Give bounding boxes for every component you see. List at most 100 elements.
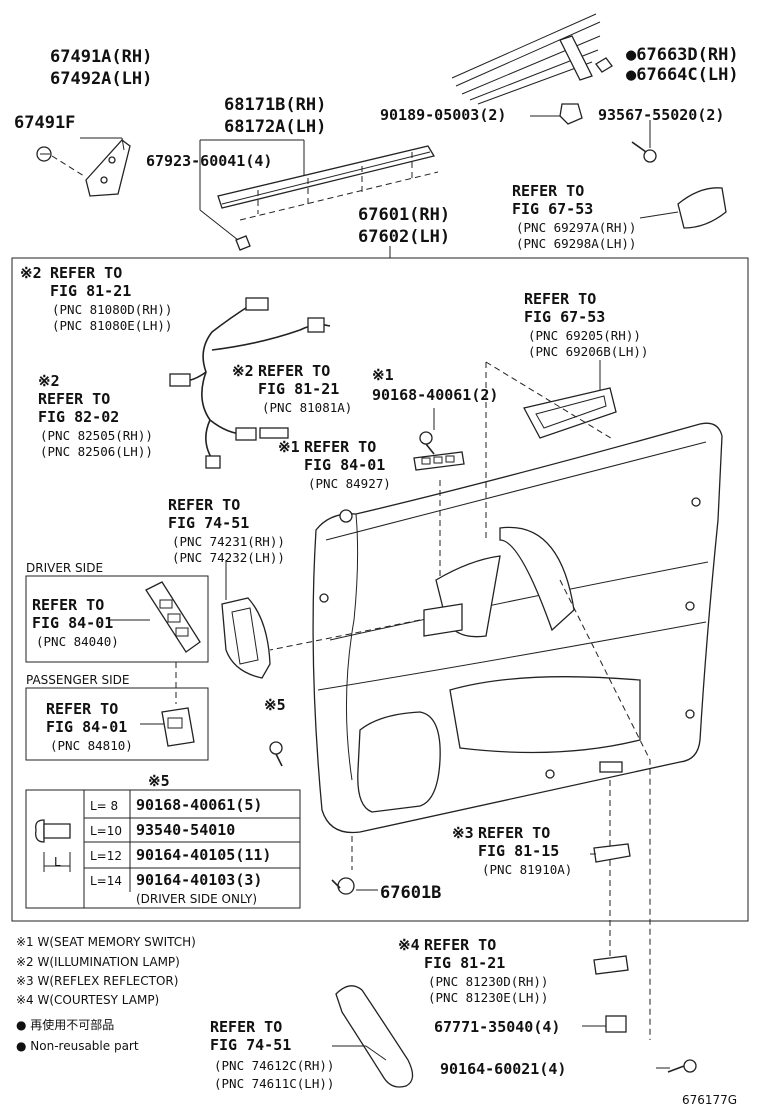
svg-text:※2: ※2 [232,362,254,380]
clip-67923-icon [199,139,305,251]
svg-text:(PNC 69297A(RH)): (PNC 69297A(RH)) [516,220,636,235]
svg-text:FIG 84-01: FIG 84-01 [304,456,385,474]
table-note: (DRIVER SIDE ONLY) [136,892,257,906]
svg-text:REFER TO: REFER TO [304,438,376,456]
svg-text:REFER TO: REFER TO [424,936,496,954]
mark-5-table: ※5 [148,772,170,790]
svg-text:REFER TO: REFER TO [168,496,240,514]
clip-90189-icon [530,103,583,125]
door-trim-panel [312,422,723,834]
label-67771: 67771-35040(4) [434,1018,560,1036]
ref-fig-81-21-c: ※4 REFER TO FIG 81-21 (PNC 81230D(RH)) (… [398,936,548,1005]
svg-text:※4: ※4 [398,936,420,954]
ref-fig-84-01-a: ※1 REFER TO FIG 84-01 (PNC 84927) [278,438,391,491]
svg-text:(PNC 82506(LH)): (PNC 82506(LH)) [40,444,153,459]
svg-text:(PNC 82505(RH)): (PNC 82505(RH)) [40,428,153,443]
passenger-side-box [25,687,209,761]
svg-text:(PNC 69298A(LH)): (PNC 69298A(LH)) [516,236,636,251]
svg-text:90168-40061(2): 90168-40061(2) [372,386,498,404]
svg-text:※2 W(ILLUMINATION LAMP): ※2 W(ILLUMINATION LAMP) [16,955,180,969]
svg-text:FIG 84-01: FIG 84-01 [32,614,113,632]
mark-5: ※5 [264,696,286,714]
svg-text:(PNC 81081A): (PNC 81081A) [262,400,352,415]
svg-text:※3 W(REFLEX REFLECTOR): ※3 W(REFLEX REFLECTOR) [16,974,178,988]
legend: ※1 W(SEAT MEMORY SWITCH) ※2 W(ILLUMINATI… [16,935,196,1053]
clip-67771-icon [582,1015,627,1033]
svg-text:※3: ※3 [452,824,474,842]
svg-text:FIG 67-53: FIG 67-53 [512,200,593,218]
svg-text:(PNC 84040): (PNC 84040) [36,634,119,649]
table-len-1: L=10 [90,824,122,838]
ref-fig-82-02: ※2 REFER TO FIG 82-02 (PNC 82505(RH)) (P… [38,372,153,459]
ref-fig-81-21-b: ※2 REFER TO FIG 81-21 (PNC 81081A) [232,362,352,415]
svg-text:(PNC 84810): (PNC 84810) [50,738,133,753]
svg-text:FIG 84-01: FIG 84-01 [46,718,127,736]
ref-fig-67-53-a: REFER TO FIG 67-53 (PNC 69297A(RH)) (PNC… [512,182,636,251]
window-switch-passenger-icon [161,707,195,747]
weatherstrip-icon [217,145,439,221]
wire-harness-icon [169,297,331,469]
label-67663d: ●67663D(RH) [626,45,739,65]
ref-passenger-side: PASSENGER SIDE REFER TO FIG 84-01 (PNC 8… [26,673,133,753]
svg-text:※1: ※1 [278,438,300,456]
svg-text:※1 W(SEAT MEMORY SWITCH): ※1 W(SEAT MEMORY SWITCH) [16,935,196,949]
table-part-3: 90164-40103(3) [136,871,262,889]
svg-text:REFER TO: REFER TO [258,362,330,380]
ref-fig-74-51-b: REFER TO FIG 74-51 (PNC 74612C(RH)) (PNC… [210,1018,334,1091]
label-90164-60021: 90164-60021(4) [440,1060,566,1078]
ref-fig-74-51-a: REFER TO FIG 74-51 (PNC 74231(RH)) (PNC … [168,496,285,565]
courtesy-lamp-icon [593,955,629,975]
clip-spec-table [25,789,301,909]
svg-text:(PNC 84927): (PNC 84927) [308,476,391,491]
svg-text:※1: ※1 [372,366,394,384]
lamp-81081a-icon [259,427,289,439]
label-67491a: 67491A(RH) [50,47,152,67]
clip-5-icon [269,741,283,767]
table-dim-label: L [54,855,61,869]
svg-text:● Non-reusable part: ● Non-reusable part [16,1039,139,1053]
label-68172a: 68172A(LH) [224,117,326,137]
inside-handle-icon [523,360,617,439]
bezel-74231-icon [221,560,271,679]
svg-text:FIG 82-02: FIG 82-02 [38,408,119,426]
memory-switch-icon [413,451,465,471]
armrest-trim-icon [335,985,414,1088]
ref-driver-side: DRIVER SIDE REFER TO FIG 84-01 (PNC 8404… [26,561,119,649]
clip-67491f-icon [36,146,85,177]
svg-text:REFER TO: REFER TO [46,700,118,718]
svg-text:※2: ※2 [38,372,60,390]
svg-text:REFER TO: REFER TO [38,390,110,408]
label-90189: 90189-05003(2) [380,106,506,124]
svg-text:(PNC 74611C(LH)): (PNC 74611C(LH)) [214,1076,334,1091]
screw-93567-icon [631,120,657,163]
svg-text:FIG 81-21: FIG 81-21 [50,282,131,300]
handle-cap-icon [639,187,727,229]
label-68171b: 68171B(RH) [224,95,326,115]
svg-text:※2: ※2 [20,264,42,282]
svg-text:(PNC 81230D(RH)): (PNC 81230D(RH)) [428,974,548,989]
svg-text:FIG 74-51: FIG 74-51 [168,514,249,532]
svg-text:DRIVER SIDE: DRIVER SIDE [26,561,103,575]
main-frame [11,257,749,922]
svg-text:FIG 74-51: FIG 74-51 [210,1036,291,1054]
reflector-icon [590,843,631,863]
svg-text:FIG 81-21: FIG 81-21 [424,954,505,972]
svg-text:(PNC 81080D(RH)): (PNC 81080D(RH)) [52,302,172,317]
label-67601b: 67601B [380,883,441,903]
svg-text:● 再使用不可部品: ● 再使用不可部品 [16,1017,114,1032]
svg-text:REFER TO: REFER TO [50,264,122,282]
label-90168-40061: ※1 90168-40061(2) [372,366,498,404]
table-len-2: L=12 [90,849,122,863]
ref-fig-67-53-b: REFER TO FIG 67-53 (PNC 69205(RH)) (PNC … [524,290,648,359]
table-len-0: L= 8 [90,799,118,813]
clip-icon [595,57,613,73]
screw-90164-icon [656,1059,697,1073]
svg-text:(PNC 74612C(RH)): (PNC 74612C(RH)) [214,1058,334,1073]
ref-fig-81-15: ※3 REFER TO FIG 81-15 (PNC 81910A) [452,824,572,877]
svg-text:(PNC 69206B(LH)): (PNC 69206B(LH)) [528,344,648,359]
table-part-1: 93540-54010 [136,821,235,839]
label-67601: 67601(RH) [358,205,450,225]
table-part-2: 90164-40105(11) [136,846,271,864]
